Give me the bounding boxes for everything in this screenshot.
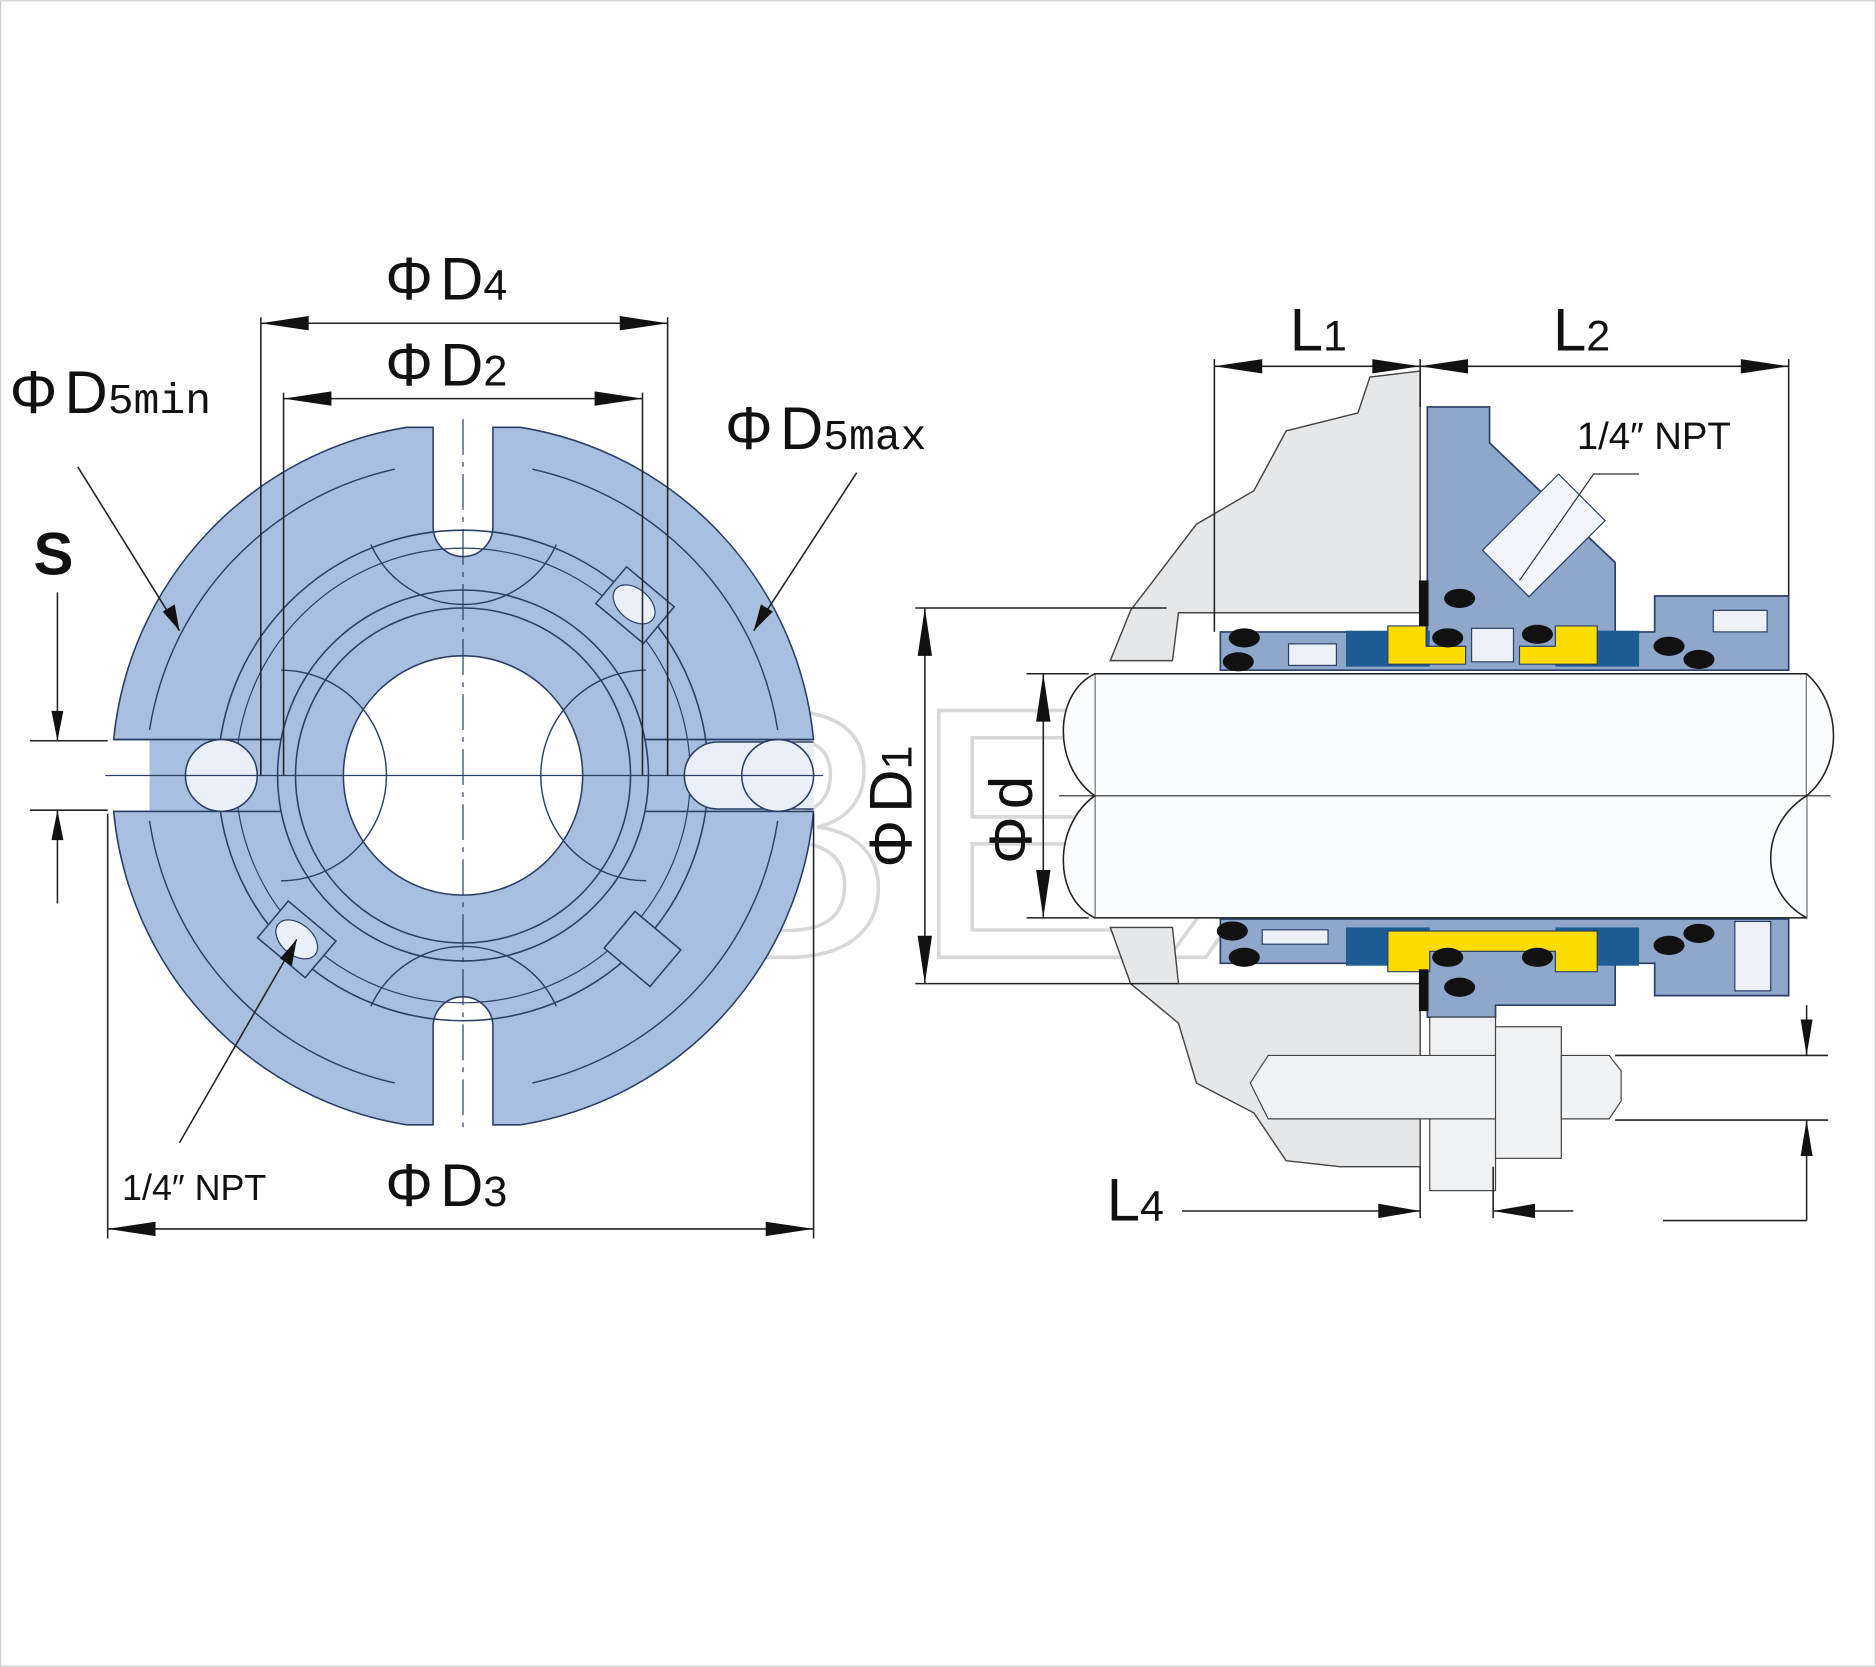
svg-text:S: S [34, 520, 74, 587]
dim-d: Φd [977, 672, 1089, 919]
svg-text:L1: L1 [1290, 297, 1347, 364]
seal-top [1219, 406, 1790, 672]
gland-bolt [1249, 1016, 1622, 1192]
npt-callout-section: 1/4″ NPT [1518, 415, 1731, 581]
svg-text:ΦD2: ΦD2 [385, 331, 507, 398]
svg-text:1/4″ NPT: 1/4″ NPT [122, 1168, 266, 1208]
svg-text:L2: L2 [1553, 297, 1610, 364]
dim-l1: L1 [1213, 297, 1421, 632]
svg-text:L4: L4 [1107, 1167, 1164, 1234]
seal-bottom [1216, 918, 1790, 1018]
dim-l4: L4 [1107, 1167, 1574, 1234]
npt-port-top [594, 565, 676, 645]
dim-s: S [29, 520, 108, 904]
flange [105, 418, 824, 1131]
svg-text:ΦD1: ΦD1 [858, 746, 925, 868]
pump-housing-top [1109, 370, 1421, 662]
dim-d1: ΦD1 [858, 607, 1179, 985]
svg-text:Φd: Φd [977, 776, 1044, 864]
npt-callout-front: 1/4″ NPT [122, 938, 298, 1208]
svg-text:1/4″ NPT: 1/4″ NPT [1577, 415, 1731, 458]
dim-bolt-height [1615, 1005, 1829, 1222]
shaft [1058, 672, 1835, 919]
section-view: L1 L2 1/4″ NPT ΦD1 Φd [858, 297, 1835, 1234]
svg-text:ΦD3: ΦD3 [385, 1152, 507, 1219]
dim-l2: L2 [1420, 297, 1790, 597]
svg-text:ΦD4: ΦD4 [385, 245, 507, 312]
